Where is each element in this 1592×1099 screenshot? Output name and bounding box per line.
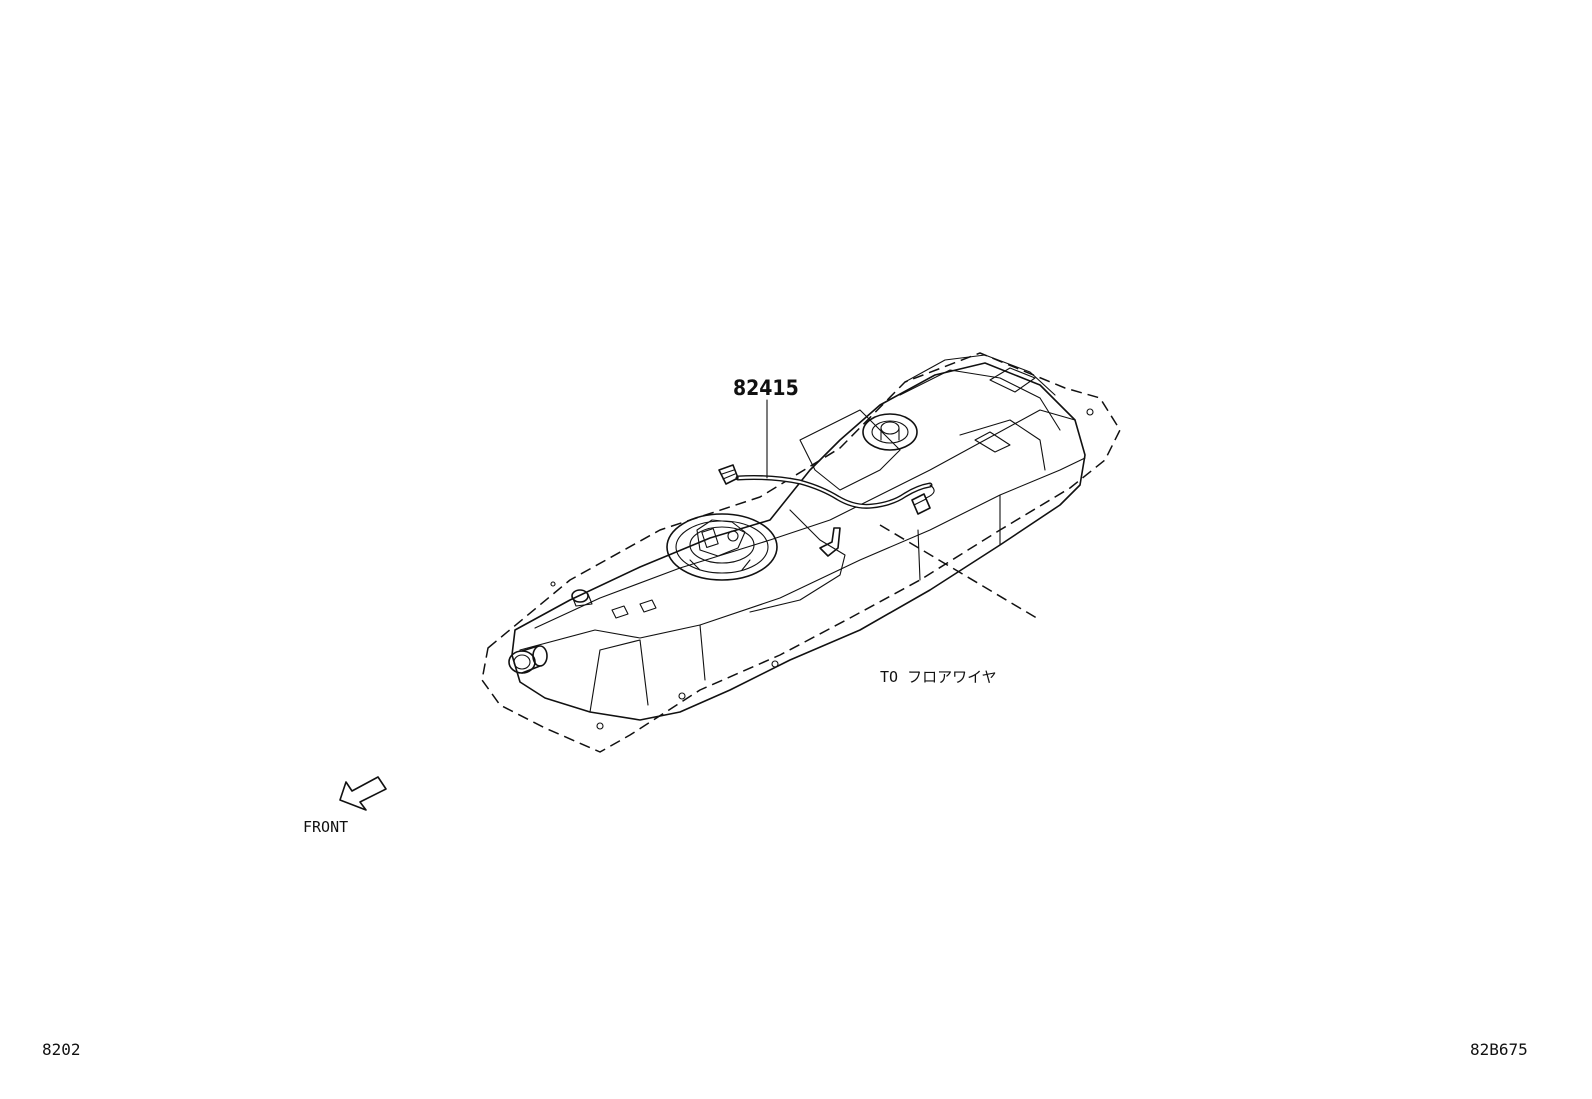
front-direction-label: FRONT (303, 818, 348, 836)
tank-flange-outline (481, 352, 1121, 753)
tank-rear-pad (989, 367, 1036, 393)
tank-side-edge (519, 457, 1086, 651)
mount-hole-5 (550, 581, 556, 587)
tank-bracket (819, 527, 841, 557)
mount-hole-3 (771, 660, 779, 668)
front-arrow-icon (339, 776, 387, 811)
tank-pad-2 (639, 599, 657, 613)
floor-wire-connection-line (879, 524, 1041, 621)
tank-saddle (799, 409, 901, 491)
fuel-tank-illustration (481, 352, 1121, 753)
connector-note-label: TO フロアワイヤ (880, 668, 997, 686)
mount-hole-1 (596, 722, 604, 730)
fuel-pump-assembly (666, 513, 778, 581)
illustration-code: 82B675 (1470, 1040, 1528, 1059)
wire-harness-82415 (718, 464, 935, 515)
tank-upper-ridge (534, 409, 1076, 629)
harness-cable (735, 475, 933, 509)
tank-body-outline (511, 362, 1086, 721)
vent-fitting (571, 589, 593, 607)
tank-pad-1 (611, 605, 629, 619)
harness-connector-right (911, 484, 935, 515)
fuel-sender-rear (862, 413, 918, 451)
part-number-label[interactable]: 82415 (733, 376, 799, 400)
mount-hole-4 (1086, 408, 1094, 416)
filler-neck (508, 645, 548, 674)
tank-rear-hump (899, 354, 1061, 471)
harness-connector-left (718, 464, 739, 485)
tank-mid-contour (749, 509, 846, 613)
mount-hole-2 (678, 692, 686, 700)
tank-side-pad (974, 431, 1011, 453)
tank-lower-edge (589, 494, 1001, 713)
page-code: 8202 (42, 1040, 81, 1059)
